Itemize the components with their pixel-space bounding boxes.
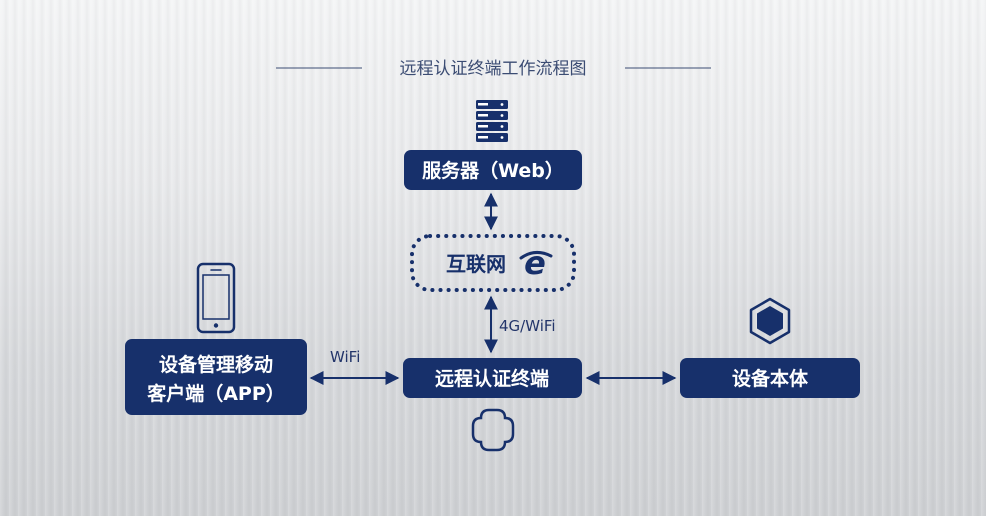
server-node-label: 服务器（Web） [422, 159, 564, 182]
diagram-title: 远程认证终端工作流程图 [276, 59, 711, 79]
internet-terminal-link-label: 4G/WiFi [499, 317, 556, 335]
device-node: 设备本体 [680, 358, 860, 398]
internet-explorer-icon: e [519, 244, 553, 282]
terminal-node: 远程认证终端 [403, 358, 582, 398]
app-node: 设备管理移动 客户端（APP） [125, 339, 307, 415]
smartphone-icon [196, 262, 236, 334]
app-node-label-line1: 设备管理移动 [159, 353, 273, 376]
terminal-node-label: 远程认证终端 [435, 367, 549, 390]
device-node-label: 设备本体 [732, 367, 809, 390]
hexagon-icon [749, 297, 791, 345]
svg-text:e: e [524, 244, 546, 282]
server-rack-icon [476, 100, 508, 142]
title-text: 远程认证终端工作流程图 [400, 59, 587, 79]
internet-node: 互联网 e [410, 234, 576, 292]
server-node: 服务器（Web） [404, 150, 582, 190]
rounded-cross-icon [471, 408, 515, 452]
app-terminal-link-label: WiFi [330, 348, 360, 366]
app-node-label-line2: 客户端（APP） [147, 382, 285, 405]
internet-node-label: 互联网 [446, 252, 506, 276]
